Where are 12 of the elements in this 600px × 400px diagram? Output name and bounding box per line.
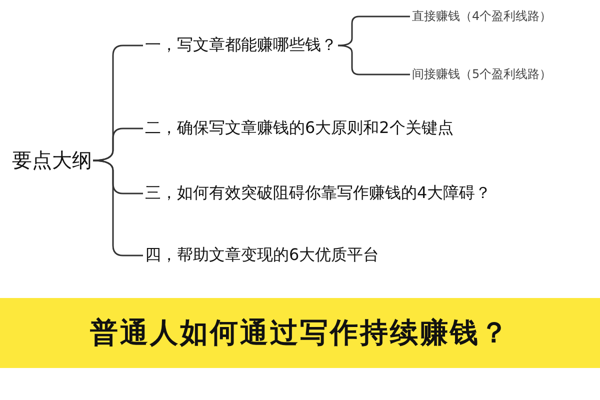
subtopic-text: 直接赚钱（4个盈利线路）	[412, 8, 552, 25]
brace-connector	[338, 16, 410, 46]
topic-text: 二，确保写文章赚钱的6大原则和2个关键点	[145, 118, 454, 139]
brace-connector	[338, 44, 410, 76]
subtopic-text: 间接赚钱（5个盈利线路）	[412, 66, 552, 83]
root-topic: 要点大纲	[12, 147, 92, 174]
topic-text: 三，如何有效突破阻碍你靠写作赚钱的4大障碍？	[145, 183, 492, 204]
brace-connector	[92, 128, 143, 162]
topic-text: 四，帮助文章变现的6大优质平台	[145, 245, 380, 266]
topic-text: 一，写文章都能赚哪些钱？	[145, 35, 337, 56]
title-text: 普通人如何通过写作持续赚钱？	[90, 315, 510, 351]
brace-connector	[92, 160, 143, 256]
